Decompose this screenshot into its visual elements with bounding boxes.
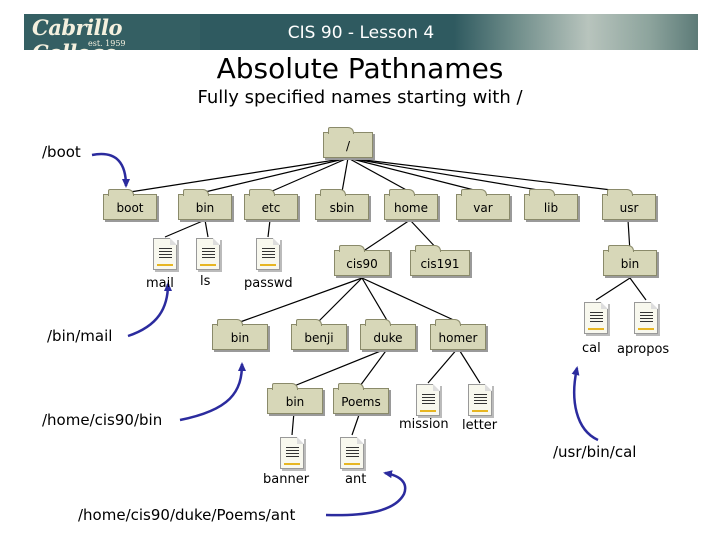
folder-home[interactable]: home	[384, 189, 438, 220]
folder-label: boot	[116, 201, 144, 215]
folder-label: cis191	[420, 257, 460, 271]
folder-label: bin	[285, 395, 305, 409]
file-ls-icon[interactable]	[196, 238, 220, 270]
slide-title: Absolute Pathnames	[216, 52, 504, 85]
folder-poems[interactable]: Poems	[333, 383, 389, 414]
file-ant-icon[interactable]	[340, 437, 364, 469]
folder-label: homer	[438, 331, 478, 345]
folder-label: var	[473, 201, 493, 215]
folder-label: benji	[304, 331, 334, 345]
folder-cis191[interactable]: cis191	[410, 245, 470, 276]
campus-photo	[454, 14, 698, 50]
path-ant: /home/cis90/duke/Poems/ant	[78, 506, 296, 524]
folder-label: home	[393, 201, 429, 215]
folder-label: usr	[619, 201, 639, 215]
arrow-bin-mail	[127, 282, 172, 338]
folder-root[interactable]: /	[323, 127, 373, 158]
folder-homer[interactable]: homer	[430, 319, 486, 350]
folder-usr-bin[interactable]: bin	[603, 245, 657, 276]
file-passwd-icon[interactable]	[256, 238, 280, 270]
folder-label: etc	[261, 201, 281, 215]
folder-label: lib	[543, 201, 559, 215]
file-mail-icon[interactable]	[153, 238, 177, 270]
arrow-home-cis90-bin	[179, 362, 246, 422]
path-usr-bin-cal: /usr/bin/cal	[553, 443, 637, 461]
file-mission-label: mission	[399, 417, 449, 432]
folder-sbin[interactable]: sbin	[315, 189, 369, 220]
file-banner-icon[interactable]	[280, 437, 304, 469]
folder-label: bin	[195, 201, 215, 215]
folder-bin[interactable]: bin	[178, 189, 232, 220]
lesson-title: CIS 90 - Lesson 4	[287, 23, 435, 43]
folder-boot[interactable]: boot	[103, 189, 157, 220]
arrow-boot	[91, 152, 130, 188]
slide-subtitle: Fully specified names starting with /	[197, 87, 523, 108]
folder-lib[interactable]: lib	[524, 189, 578, 220]
folder-label: cis90	[346, 257, 378, 271]
path-home-cis90-bin: /home/cis90/bin	[42, 411, 163, 429]
folder-label: sbin	[329, 201, 355, 215]
folder-label: duke	[373, 331, 403, 345]
file-cal-label: cal	[582, 341, 601, 356]
folder-duke[interactable]: duke	[360, 319, 416, 350]
folder-label: bin	[620, 257, 640, 271]
logo-established: est. 1959	[88, 39, 126, 48]
path-boot: /boot	[42, 143, 81, 161]
folder-var[interactable]: var	[456, 189, 510, 220]
header-banner: Cabrillo College est. 1959 CIS 90 - Less…	[24, 14, 698, 50]
folder-cis90[interactable]: cis90	[334, 245, 390, 276]
folder-usr[interactable]: usr	[602, 189, 656, 220]
file-ant-label: ant	[345, 472, 367, 487]
logo-text: Cabrillo College	[32, 15, 123, 50]
file-apropos-label: apropos	[617, 342, 670, 357]
file-passwd-label: passwd	[244, 276, 293, 291]
folder-etc[interactable]: etc	[244, 189, 298, 220]
folder-cis90-bin[interactable]: bin	[212, 319, 268, 350]
college-logo: Cabrillo College est. 1959	[24, 14, 200, 50]
folder-label: Poems	[341, 395, 381, 409]
file-cal-icon[interactable]	[584, 302, 608, 334]
folder-duke-bin[interactable]: bin	[267, 383, 323, 414]
path-bin-mail: /bin/mail	[47, 327, 113, 345]
arrow-ant	[325, 470, 407, 517]
file-mission-icon[interactable]	[416, 384, 440, 416]
folder-benji[interactable]: benji	[291, 319, 347, 350]
file-apropos-icon[interactable]	[634, 302, 658, 334]
file-banner-label: banner	[263, 472, 310, 487]
file-ls-label: ls	[200, 274, 211, 289]
file-mail-label: mail	[146, 276, 174, 291]
folder-label: bin	[230, 331, 250, 345]
root-connectors	[129, 157, 629, 193]
arrow-usr-bin-cal	[571, 366, 599, 442]
file-letter-icon[interactable]	[468, 384, 492, 416]
folder-label: /	[345, 139, 351, 153]
file-letter-label: letter	[462, 418, 498, 433]
